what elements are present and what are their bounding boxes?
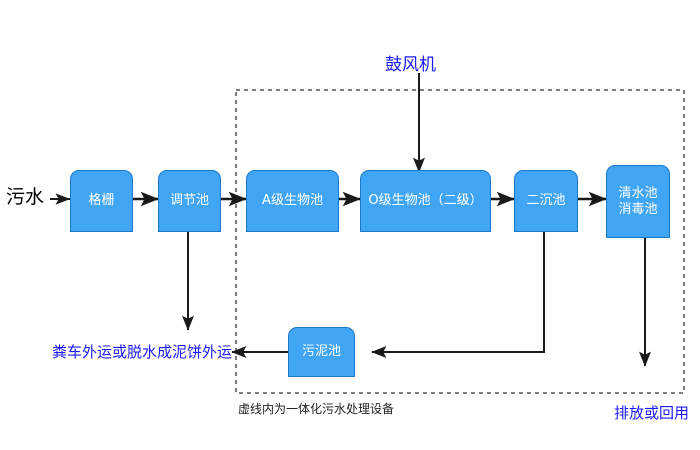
label-sludge-disposal: 粪车外运或脱水成泥饼外运 bbox=[52, 343, 233, 361]
label-enclosure-caption: 虚线内为一体化污水处理设备 bbox=[238, 402, 395, 416]
node-secondary-clarifier-label: 二沉池 bbox=[526, 193, 566, 209]
node-a-stage-biological-tank[interactable]: A级生物池 bbox=[246, 170, 339, 232]
node-sludge-tank-label: 污泥池 bbox=[301, 344, 341, 360]
node-o-stage-biological-tank[interactable]: O级生物池（二级） bbox=[360, 170, 491, 232]
node-sludge-tank[interactable]: 污泥池 bbox=[288, 327, 355, 377]
node-a-stage-label: A级生物池 bbox=[262, 193, 323, 209]
label-influent: 污水 bbox=[6, 186, 45, 208]
node-clearwater-disinfection-tank[interactable]: 清水池 消毒池 bbox=[606, 165, 670, 238]
label-blower: 鼓风机 bbox=[385, 55, 436, 75]
arrow-clarifier-to-sludge-tank bbox=[371, 232, 545, 359]
node-clearwater-label: 清水池 bbox=[618, 185, 658, 201]
node-regulating-tank-label: 调节池 bbox=[169, 193, 209, 209]
label-discharge-or-reuse: 排放或回用 bbox=[614, 404, 690, 422]
node-o-stage-label: O级生物池（二级） bbox=[368, 193, 483, 209]
node-secondary-clarifier[interactable]: 二沉池 bbox=[514, 170, 578, 232]
node-disinfection-label: 消毒池 bbox=[618, 201, 658, 217]
node-grating[interactable]: 格栅 bbox=[70, 170, 133, 232]
integrated-equipment-enclosure bbox=[235, 89, 685, 394]
node-regulating-tank[interactable]: 调节池 bbox=[158, 170, 221, 232]
node-grating-label: 格栅 bbox=[88, 193, 115, 209]
